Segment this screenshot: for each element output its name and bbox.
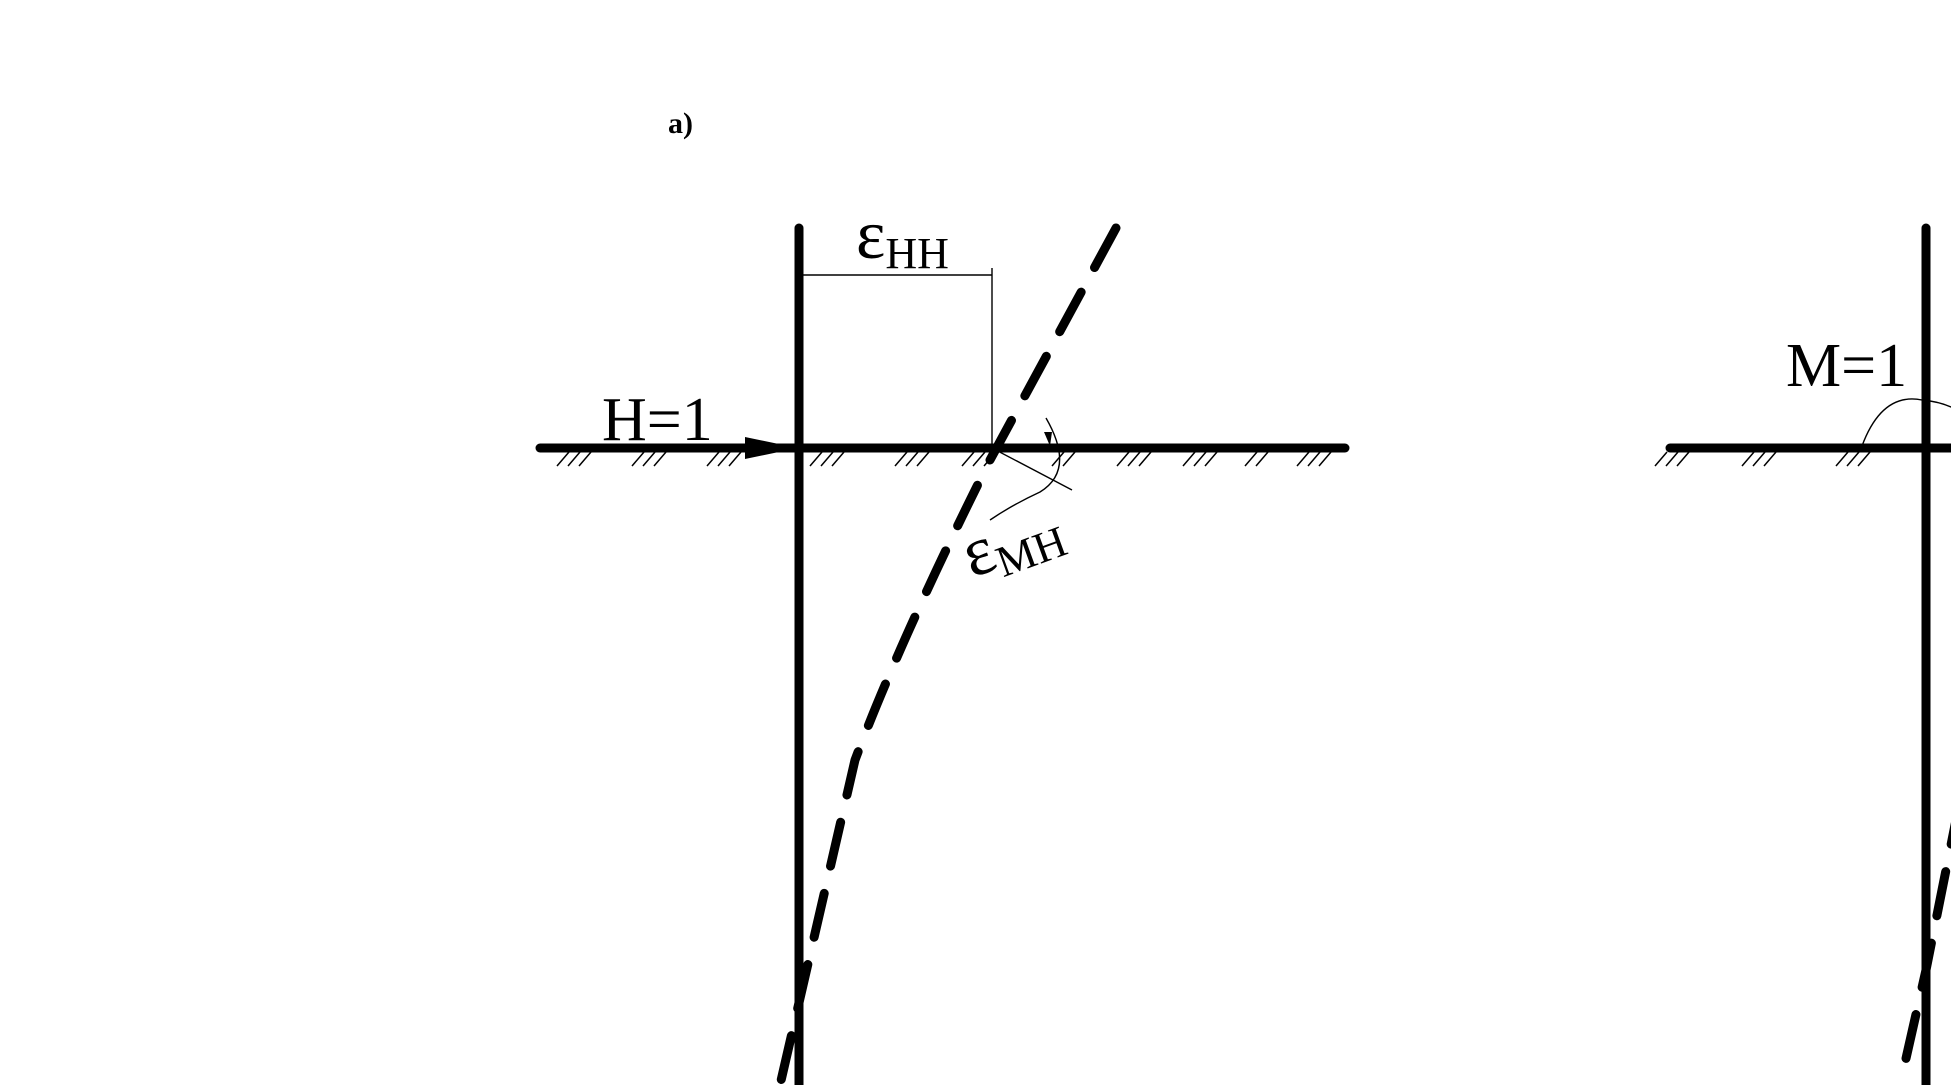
eps-hh-symbol: ε	[856, 197, 885, 274]
deformed-pile-curve-left	[775, 223, 1121, 1085]
eps-mh-angle-arc	[989, 417, 1061, 521]
ground-hatching-left	[556, 451, 1332, 467]
force-h-label: H=1	[602, 386, 713, 454]
eps-hh-label: εHH	[856, 197, 949, 278]
eps-mh-label: εMH	[951, 486, 1073, 596]
eps-hh-subscript: HH	[885, 229, 949, 278]
ground-hatching-right	[1654, 451, 1871, 467]
force-arrow-head	[745, 437, 798, 459]
left-scheme: H=1 εHH εMH	[535, 197, 1350, 1085]
moment-m-label: M=1	[1786, 332, 1907, 400]
eps-mh-subscript: MH	[990, 516, 1073, 586]
panel-label: a)	[668, 107, 693, 140]
deformed-pile-curve-right	[1895, 822, 1951, 1085]
eps-mh-tangent-line	[991, 447, 1073, 491]
eps-mh-arrow-head	[1044, 432, 1052, 446]
right-scheme: M=1	[1654, 223, 1951, 1085]
moment-arc	[1861, 398, 1951, 447]
